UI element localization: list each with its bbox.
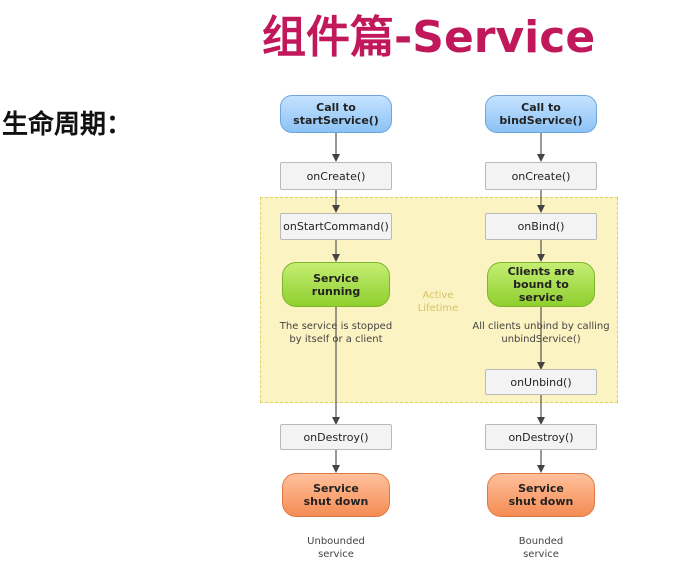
shutdown-node-bounded: Service shut down <box>487 473 595 517</box>
slide-title: 组件篇-Service <box>262 12 596 63</box>
onunbind-node: onUnbind() <box>485 369 597 395</box>
service-running-node: Service running <box>282 262 390 307</box>
bounded-service-caption: Bounded service <box>518 536 564 560</box>
oncreate-node-unbounded: onCreate() <box>280 162 392 190</box>
onstartcommand-node: onStartCommand() <box>280 213 392 240</box>
active-lifetime-label: Active Lifetime <box>417 290 459 314</box>
ondestroy-node-unbounded: onDestroy() <box>280 424 392 450</box>
shutdown-node-unbounded: Service shut down <box>282 473 390 517</box>
lifecycle-label: 生命周期： <box>2 110 133 140</box>
onbind-node: onBind() <box>485 213 597 240</box>
unbounded-service-caption: Unbounded service <box>307 536 365 560</box>
unbind-note: All clients unbind by calling unbindServ… <box>472 321 610 345</box>
stopped-note: The service is stopped by itself or a cl… <box>279 321 393 345</box>
clients-bound-node: Clients are bound to service <box>487 262 595 307</box>
ondestroy-node-bounded: onDestroy() <box>485 424 597 450</box>
call-bindservice-node: Call to bindService() <box>485 95 597 133</box>
call-startservice-node: Call to startService() <box>280 95 392 133</box>
oncreate-node-bounded: onCreate() <box>485 162 597 190</box>
